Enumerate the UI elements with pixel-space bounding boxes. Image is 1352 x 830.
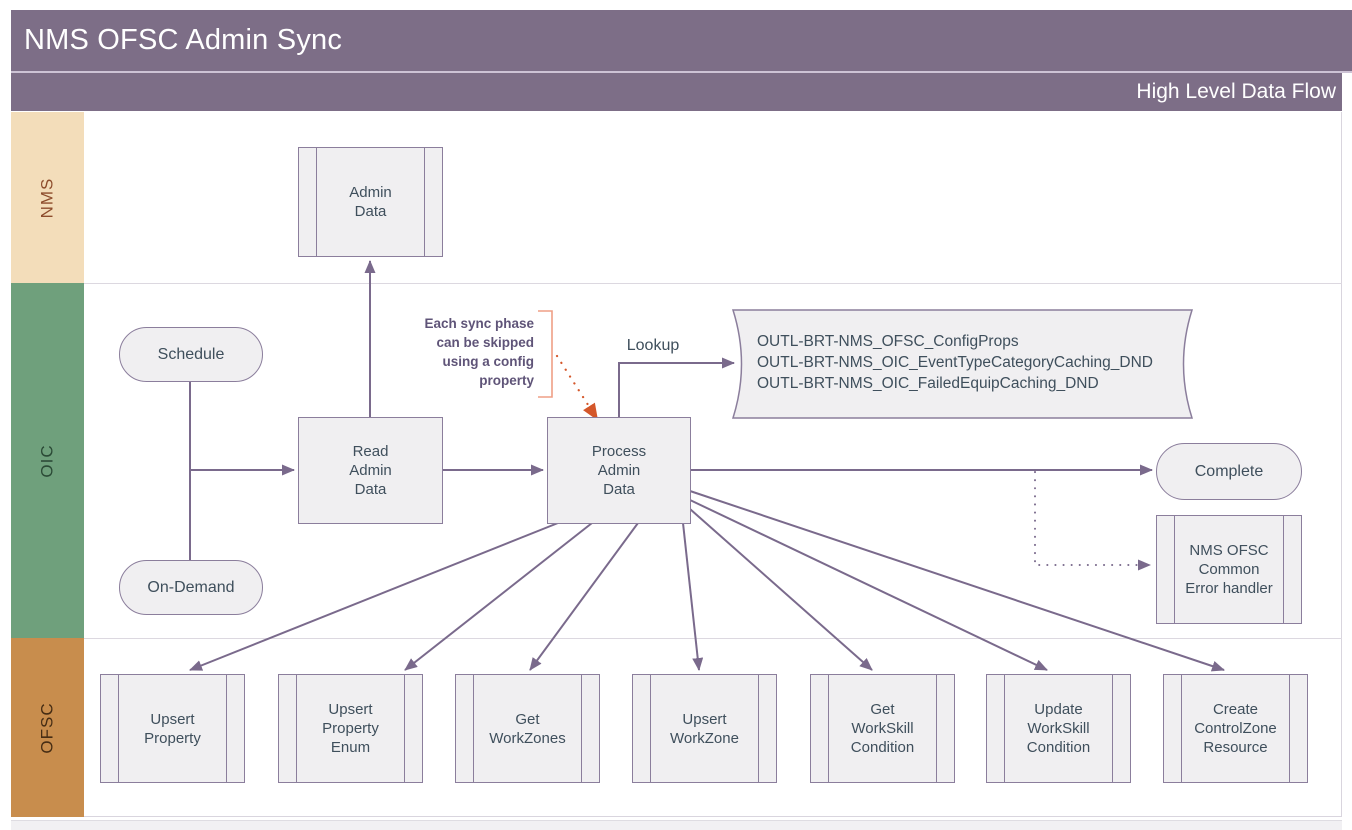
lane-label-oic-text: OIC <box>37 443 57 478</box>
node-upsert-workzone[interactable]: Upsert WorkZone <box>632 674 777 783</box>
lane-label-ofsc: OFSC <box>11 638 84 817</box>
page-title: NMS OFSC Admin Sync <box>24 24 343 56</box>
page-bottom-strip <box>11 820 1342 830</box>
title-bar: NMS OFSC Admin Sync <box>11 10 1352 73</box>
node-error-handler[interactable]: NMS OFSC Common Error handler <box>1156 515 1302 624</box>
lookup-line-1: OUTL-BRT-NMS_OFSC_ConfigProps <box>757 333 1019 350</box>
node-on-demand-label: On-Demand <box>147 579 235 596</box>
node-upsert-property-label: Upsert Property <box>144 710 201 747</box>
subtitle-bar: High Level Data Flow <box>11 73 1342 111</box>
node-get-workzones[interactable]: Get WorkZones <box>455 674 600 783</box>
node-schedule-label: Schedule <box>157 346 225 363</box>
lane-separator-oic-ofsc <box>84 638 1342 639</box>
lane-separator-nms-oic <box>84 283 1342 284</box>
node-get-workzones-label: Get WorkZones <box>489 710 566 747</box>
lookup-line-2: OUTL-BRT-NMS_OIC_EventTypeCategoryCachin… <box>757 354 1153 371</box>
node-schedule[interactable]: Schedule <box>119 327 263 382</box>
node-upsert-property[interactable]: Upsert Property <box>100 674 245 783</box>
page-subtitle: High Level Data Flow <box>1136 80 1336 103</box>
node-upsert-property-enum[interactable]: Upsert Property Enum <box>278 674 423 783</box>
node-read-admin-data[interactable]: Read Admin Data <box>298 417 443 524</box>
lookup-line-3: OUTL-BRT-NMS_OIC_FailedEquipCaching_DND <box>757 375 1099 392</box>
lane-label-oic: OIC <box>11 283 84 638</box>
lane-label-nms-text: NMS <box>37 177 57 218</box>
node-process-admin-data[interactable]: Process Admin Data <box>547 417 691 524</box>
lane-label-nms: NMS <box>11 112 84 283</box>
node-complete[interactable]: Complete <box>1156 443 1302 500</box>
node-create-controlzone-resource-label: Create ControlZone Resource <box>1194 701 1277 756</box>
node-admin-data[interactable]: Admin Data <box>298 147 443 257</box>
node-update-workskill-condition[interactable]: Update WorkSkill Condition <box>986 674 1131 783</box>
edge-lookup-label: Lookup <box>626 337 680 354</box>
node-upsert-workzone-label: Upsert WorkZone <box>670 710 739 747</box>
node-lookup-store-lines[interactable]: OUTL-BRT-NMS_OFSC_ConfigProps OUTL-BRT-N… <box>757 331 1153 394</box>
annotation-note: Each sync phase can be skipped using a c… <box>424 316 534 388</box>
lane-label-ofsc-text: OFSC <box>37 701 57 754</box>
node-get-workskill-condition[interactable]: Get WorkSkill Condition <box>810 674 955 783</box>
node-complete-label: Complete <box>1194 463 1264 480</box>
node-upsert-property-enum-label: Upsert Property Enum <box>322 701 379 756</box>
node-read-admin-data-label: Read Admin Data <box>349 443 392 498</box>
node-update-workskill-condition-label: Update WorkSkill Condition <box>1026 701 1091 756</box>
node-error-handler-label: NMS OFSC Common Error handler <box>1185 542 1273 597</box>
node-admin-data-label: Admin Data <box>349 184 392 220</box>
node-process-admin-data-label: Process Admin Data <box>591 443 647 498</box>
node-on-demand[interactable]: On-Demand <box>119 560 263 615</box>
node-get-workskill-condition-label: Get WorkSkill Condition <box>850 701 915 756</box>
node-create-controlzone-resource[interactable]: Create ControlZone Resource <box>1163 674 1308 783</box>
